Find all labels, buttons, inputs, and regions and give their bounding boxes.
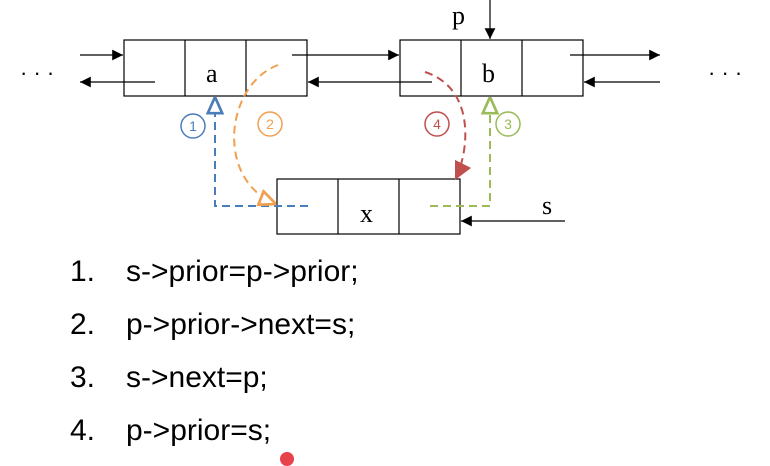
step1-marker: [180, 113, 206, 139]
step3-link: [430, 97, 490, 207]
node-a: a: [123, 39, 308, 97]
step3-marker-label: 3: [504, 116, 512, 132]
pointer-s-label: s: [542, 191, 552, 220]
step-4-code: p->prior=s;: [126, 414, 272, 447]
pointer-p-label: p: [452, 1, 465, 30]
step2-marker-label: 2: [266, 116, 274, 132]
step2-link: [233, 64, 278, 204]
step-3-code: s->next=p;: [126, 361, 268, 394]
linked-list-diagram: · · · · · · a b x p s 1 2 3: [20, 0, 742, 235]
step-2: 2. p->prior->next=s;: [70, 305, 359, 358]
step-3: 3. s->next=p;: [70, 358, 359, 411]
step-2-code: p->prior->next=s;: [126, 308, 356, 341]
step-list: 1. s->prior=p->prior; 2. p->prior->next=s;…: [70, 252, 359, 464]
step4-marker-label: 4: [433, 116, 441, 132]
node-b: b: [399, 39, 584, 97]
step-4: 4. p->prior=s;: [70, 411, 359, 464]
step4-link: [424, 71, 472, 181]
step-1: 1. s->prior=p->prior;: [70, 252, 359, 305]
step4-marker: [424, 111, 450, 137]
step2-marker: [257, 111, 283, 137]
node-x-label: x: [360, 199, 373, 228]
step-1-code: s->prior=p->prior;: [126, 255, 359, 288]
step-3-number: 3.: [70, 361, 96, 394]
step-4-number: 4.: [70, 414, 96, 447]
step3-marker: [495, 111, 521, 137]
ellipsis-left: · · ·: [20, 60, 54, 85]
pointer-cursor-dot: [280, 452, 294, 466]
step-2-number: 2.: [70, 308, 96, 341]
step-1-number: 1.: [70, 255, 96, 288]
node-b-label: b: [482, 59, 495, 88]
node-a-label: a: [206, 59, 218, 88]
ellipsis-right: · · ·: [708, 60, 742, 85]
step1-marker-label: 1: [189, 118, 197, 134]
